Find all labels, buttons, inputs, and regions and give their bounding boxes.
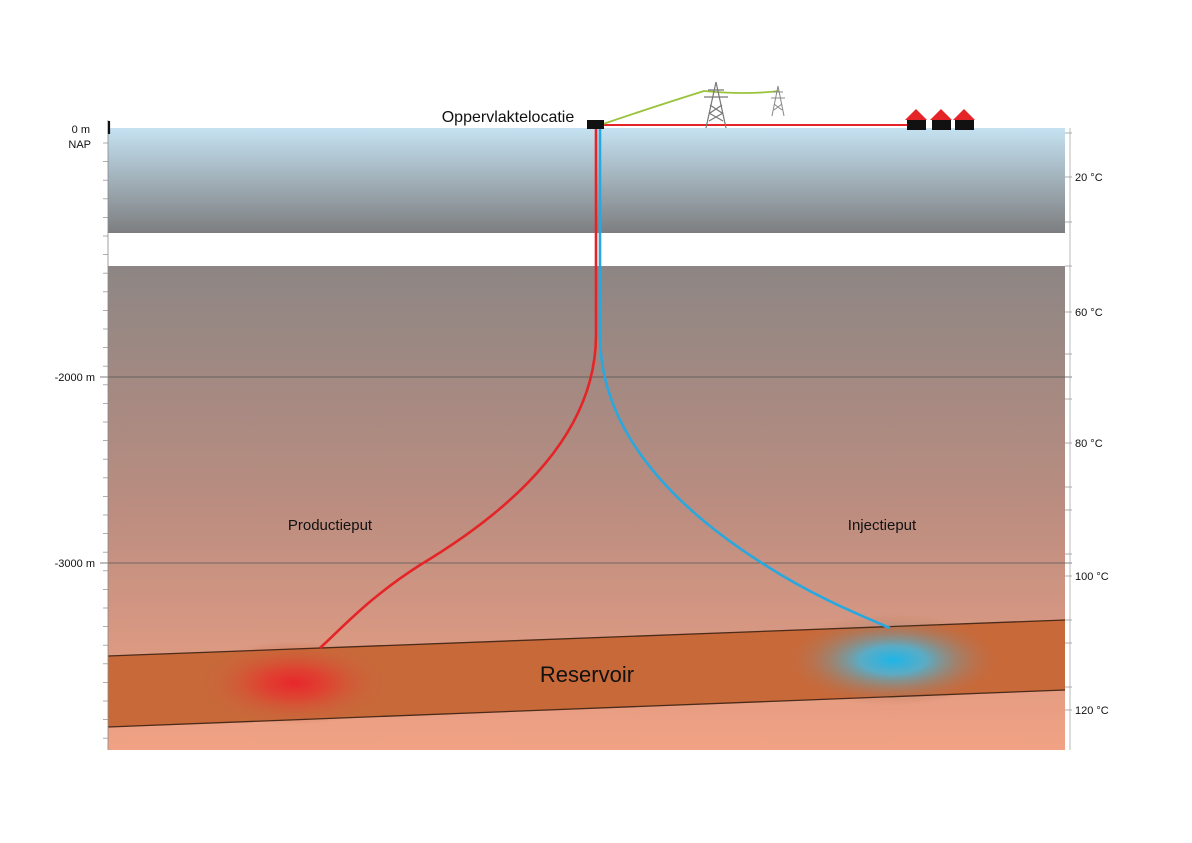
hot-zone bbox=[199, 641, 389, 725]
upper-strata bbox=[108, 128, 1065, 233]
temperature-label-80: 80 °C bbox=[1075, 438, 1103, 450]
injection-well-label: Injectieput bbox=[848, 517, 917, 534]
wellhead-icon bbox=[587, 120, 604, 129]
temperature-label-60: 60 °C bbox=[1075, 307, 1103, 319]
depth-axis-ticks bbox=[103, 142, 108, 739]
temperature-label-120: 120 °C bbox=[1075, 705, 1109, 717]
injection-well bbox=[598, 128, 891, 630]
production-well-label: Productieput bbox=[288, 517, 373, 534]
house-icon bbox=[953, 109, 975, 130]
reservoir-bottom-boundary bbox=[107, 689, 1066, 728]
temperature-label-20: 20 °C bbox=[1075, 172, 1103, 184]
depth-label-0: 0 m bbox=[72, 124, 90, 136]
reservoir-label: Reservoir bbox=[540, 662, 634, 687]
power-line bbox=[602, 90, 780, 125]
depth-label-nap: NAP bbox=[68, 139, 91, 151]
cold-zone bbox=[783, 614, 1003, 706]
reservoir-top-boundary bbox=[107, 619, 1066, 657]
temperature-label-100: 100 °C bbox=[1075, 571, 1109, 583]
house-icon bbox=[905, 109, 927, 130]
house-icon bbox=[930, 109, 952, 130]
pylon-icon bbox=[771, 85, 785, 117]
surface-location-label: Oppervlaktelocatie bbox=[442, 109, 575, 126]
depth-label-3000: -3000 m bbox=[55, 558, 95, 570]
temperature-axis-ticks bbox=[1065, 132, 1072, 711]
depth-label-2000: -2000 m bbox=[55, 372, 95, 384]
production-well bbox=[319, 128, 598, 649]
pylon-icon bbox=[704, 81, 728, 129]
